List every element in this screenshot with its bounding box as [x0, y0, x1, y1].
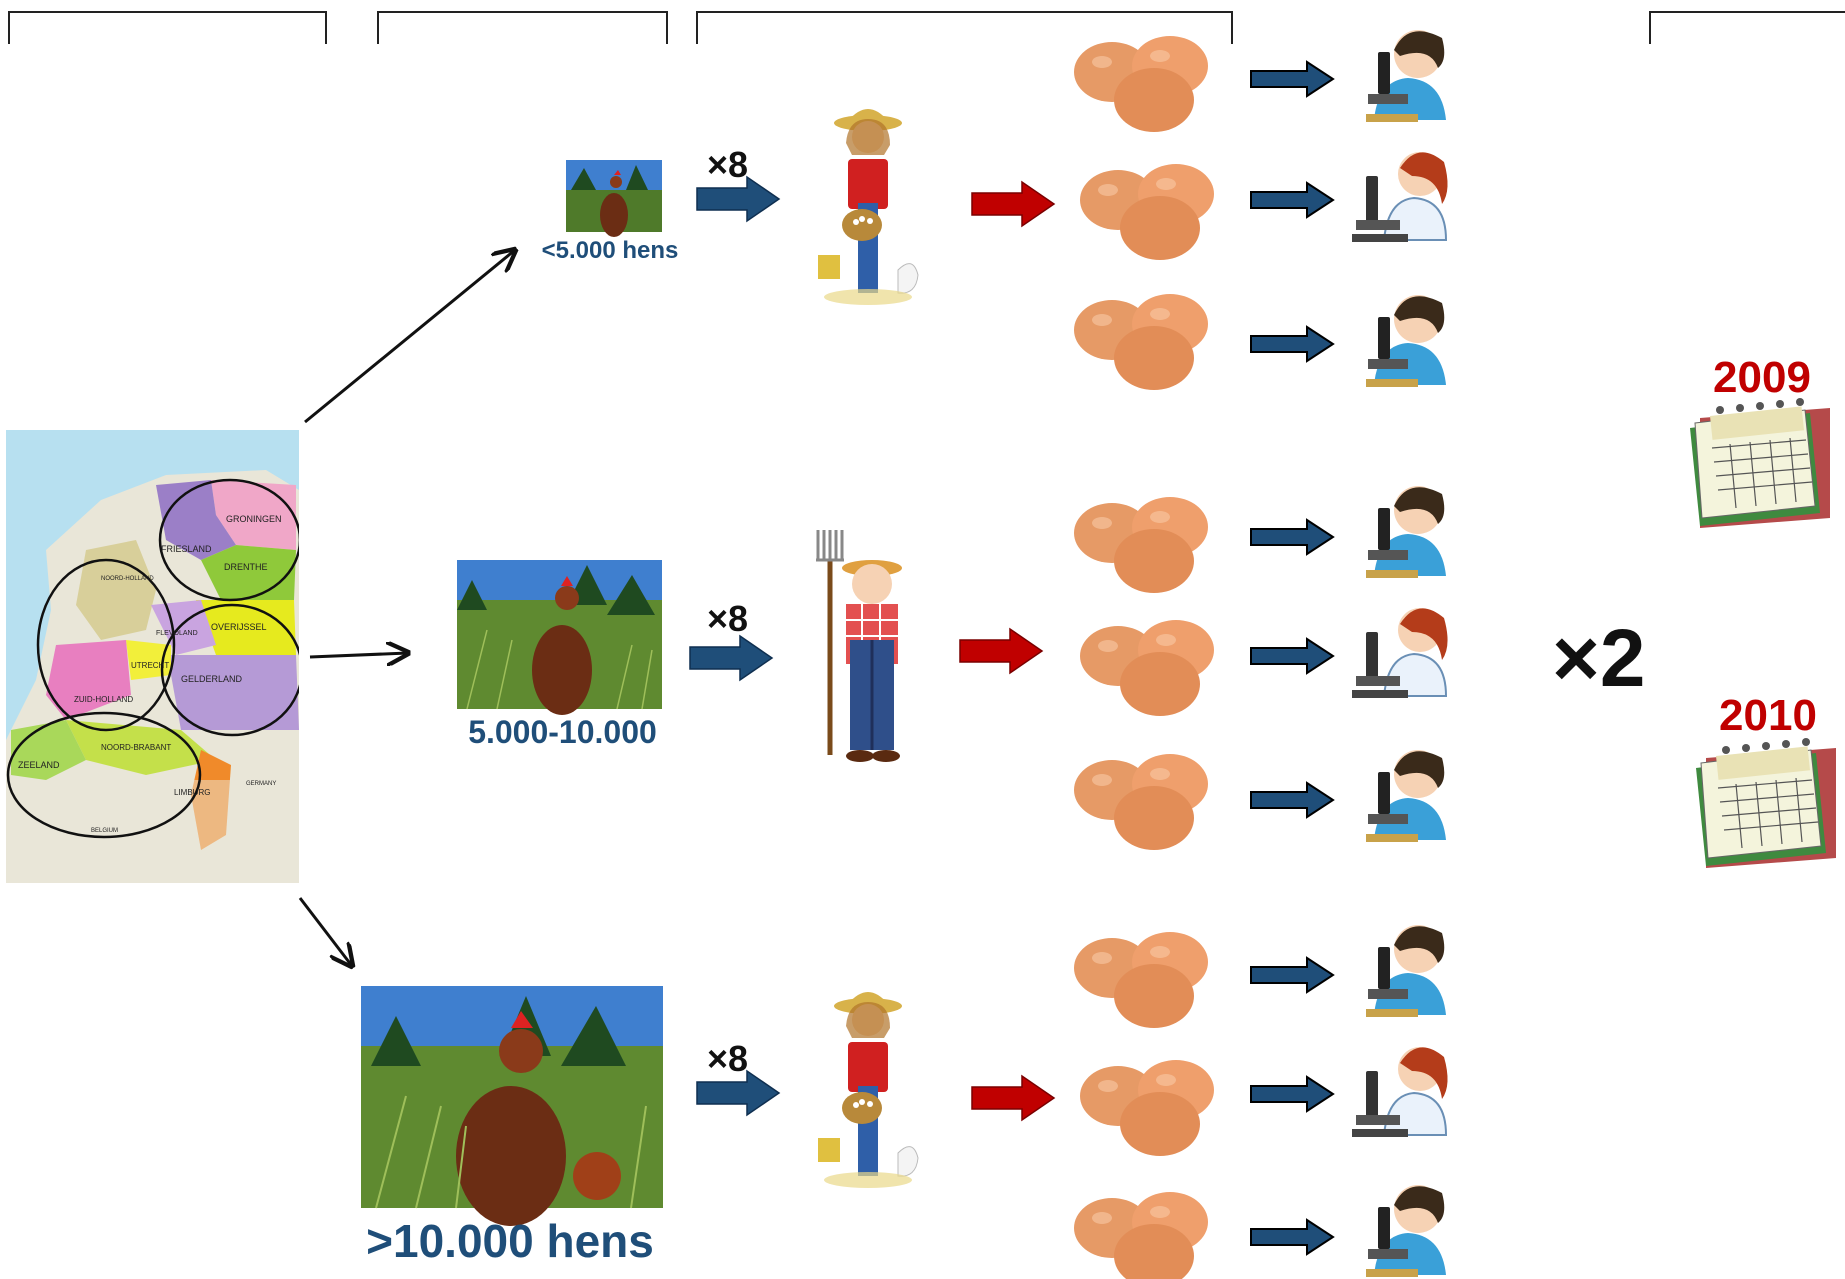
province-friesland: [156, 480, 236, 560]
blue-arrow-3: [1250, 326, 1334, 362]
scientist-4: [1366, 486, 1446, 578]
bracket-farm-size: [377, 11, 668, 44]
arrow-to-small-farm: [304, 250, 515, 424]
farm-size-label-small: <5.000 hens: [541, 237, 679, 264]
bracket-regions: [8, 11, 327, 44]
province-noord-holland: [76, 540, 156, 640]
map-label-drenthe: DRENTHE: [224, 562, 268, 572]
blue-arrow-5: [1250, 638, 1334, 674]
map-label-flevoland: FLEVOLAND: [156, 630, 198, 637]
blue-arrow-medium: [689, 635, 773, 681]
blue-arrow-small: [696, 176, 780, 222]
bracket-years: [1649, 11, 1845, 44]
map-label-utrecht: UTRECHT: [131, 661, 169, 670]
province-drenthe: [201, 545, 296, 600]
eggs-5: [1080, 620, 1214, 716]
multiplier-large: ×8: [707, 1038, 749, 1079]
region-circle-west: [36, 558, 176, 732]
eggs-2: [1080, 164, 1214, 260]
region-circle-south: [6, 711, 202, 839]
province-overijssel: [196, 600, 296, 655]
map-label-zuid-holland: ZUID-HOLLAND: [74, 695, 133, 704]
multiplier-small: ×8: [707, 144, 749, 185]
year-label-2010: 2010: [1719, 691, 1817, 740]
hen-photo-small: [566, 160, 662, 237]
province-noord-brabant: [66, 720, 216, 775]
province-flevoland: [151, 600, 216, 655]
blue-arrow-9: [1250, 1219, 1334, 1255]
region-circle-north: [158, 478, 299, 602]
scientist-9: [1366, 1185, 1446, 1277]
farmer-girl-bottom: [817, 991, 919, 1189]
repeat-multiplier: ×2: [1552, 613, 1646, 704]
province-gelderland: [171, 655, 299, 730]
region-circle-east: [160, 603, 299, 737]
scientist-6: [1366, 750, 1446, 842]
eggs-6: [1074, 754, 1208, 850]
map-label-friesland: FRIESLAND: [161, 544, 212, 554]
farm-size-label-medium: 5.000-10.000: [468, 714, 657, 750]
map-label-noord-brabant: NOORD-BRABANT: [101, 743, 171, 752]
farm-size-label-large: >10.000 hens: [366, 1215, 654, 1267]
map-label-belgium: BELGIUM: [91, 828, 118, 834]
scientist-5: [1351, 607, 1449, 699]
arrow-to-medium-farm: [309, 653, 408, 657]
eggs-3: [1074, 294, 1208, 390]
hen-photo-medium: [457, 560, 662, 715]
bracket-sampling: [696, 11, 1233, 44]
red-arrow-top: [971, 181, 1055, 227]
netherlands-map: GRONINGEN FRIESLAND DRENTHE NOORD-HOLLAN…: [6, 430, 299, 883]
calendar-icon-2010: [1696, 738, 1836, 868]
map-label-groningen: GRONINGEN: [226, 514, 282, 524]
blue-arrow-7: [1250, 957, 1334, 993]
blue-arrow-6: [1250, 782, 1334, 818]
red-arrow-bottom: [971, 1075, 1055, 1121]
blue-arrow-2: [1250, 182, 1334, 218]
year-label-2009: 2009: [1713, 353, 1811, 402]
blue-arrow-8: [1250, 1076, 1334, 1112]
blue-arrow-large: [696, 1070, 780, 1116]
stage-brackets: [8, 11, 1845, 44]
eggs-8: [1080, 1060, 1214, 1156]
blue-arrow-4: [1250, 519, 1334, 555]
eggs-1: [1074, 36, 1208, 132]
map-label-noord-holland: NOORD-HOLLAND: [101, 576, 154, 582]
arrow-to-large-farm: [298, 897, 352, 966]
scientist-2: [1351, 151, 1449, 243]
scientist-7: [1366, 925, 1446, 1017]
hen-photo-large: [361, 986, 663, 1226]
province-utrecht: [126, 640, 171, 680]
eggs-4: [1074, 497, 1208, 593]
scientist-1: [1366, 30, 1446, 122]
scientist-8: [1351, 1046, 1449, 1138]
map-label-limburg: LIMBURG: [174, 788, 210, 797]
map-label-gelderland: GELDERLAND: [181, 674, 243, 684]
province-groningen: [211, 480, 296, 550]
calendar-icon-2009: [1690, 398, 1830, 528]
farmer-girl-top: [817, 108, 919, 306]
blue-arrow-1: [1250, 61, 1334, 97]
scientist-3: [1366, 295, 1446, 387]
province-zuid-holland: [46, 640, 131, 720]
farmer-man-middle: [816, 530, 902, 762]
multiplier-medium: ×8: [707, 598, 749, 639]
eggs-9: [1074, 1192, 1208, 1279]
red-arrow-middle: [959, 628, 1043, 674]
map-label-zeeland: ZEELAND: [18, 760, 60, 770]
eggs-7: [1074, 932, 1208, 1028]
map-label-overijssel: OVERIJSSEL: [211, 622, 267, 632]
map-label-germany: GERMANY: [246, 781, 276, 787]
